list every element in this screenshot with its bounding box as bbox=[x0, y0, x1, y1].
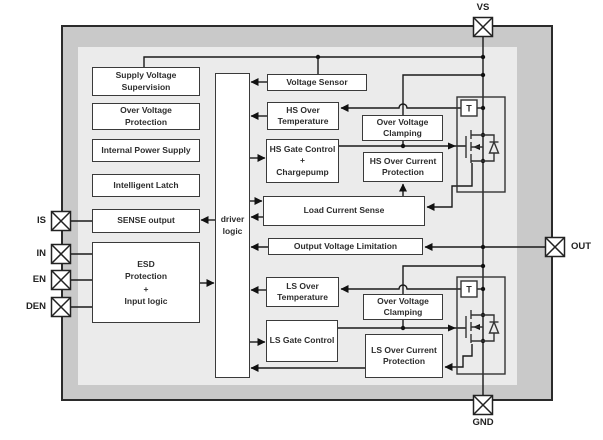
block-load-current-sense: Load Current Sense bbox=[263, 196, 425, 226]
block-hs-over-voltage-clamping: Over Voltage Clamping bbox=[362, 115, 443, 141]
pin-label-in: IN bbox=[36, 248, 47, 259]
pin-label-den: DEN bbox=[25, 301, 46, 312]
block-sense-output: SENSE output bbox=[92, 209, 200, 233]
block-supply-voltage-supervision: Supply Voltage Supervision bbox=[92, 67, 200, 96]
block-esd-input-logic: ESD Protection + Input logic bbox=[92, 242, 200, 323]
gate-arrowheads bbox=[448, 142, 480, 332]
block-ls-over-current-protection: LS Over Current Protection bbox=[365, 334, 443, 378]
vs-pin-pad bbox=[472, 16, 494, 38]
ls-power-stage bbox=[456, 276, 506, 375]
out-pin-pad bbox=[544, 236, 566, 258]
block-over-voltage-protection: Over Voltage Protection bbox=[92, 103, 200, 130]
block-hs-over-temperature: HS Over Temperature bbox=[267, 102, 339, 130]
block-hs-gate-control: HS Gate Control + Chargepump bbox=[266, 139, 339, 183]
pin-label-out: OUT bbox=[571, 241, 592, 252]
hs-body-diode-icon bbox=[483, 134, 500, 162]
ls-temp-sensor-box bbox=[460, 280, 478, 298]
pin-label-gnd: GND bbox=[472, 417, 494, 428]
ls-temp-sensor-label: T bbox=[466, 285, 472, 295]
block-driver-logic: driver logic bbox=[215, 73, 250, 378]
hs-power-stage bbox=[456, 96, 506, 193]
en-pin-pad bbox=[50, 269, 72, 291]
gnd-pin-pad bbox=[472, 394, 494, 416]
block-hs-over-current-protection: HS Over Current Protection bbox=[363, 152, 443, 182]
ls-body-diode-icon bbox=[483, 314, 500, 342]
den-pin-pad bbox=[50, 296, 72, 318]
pin-label-vs: VS bbox=[476, 2, 490, 13]
pin-pads bbox=[50, 16, 566, 416]
hs-mosfet-symbol bbox=[465, 130, 483, 163]
pin-label-en: EN bbox=[32, 274, 46, 285]
block-intelligent-latch: Intelligent Latch bbox=[92, 174, 200, 197]
block-internal-power-supply: Internal Power Supply bbox=[92, 139, 200, 162]
in-pin-pad bbox=[50, 243, 72, 265]
hs-temp-sensor-label: T bbox=[466, 104, 472, 114]
hs-temp-sensor-box bbox=[460, 99, 478, 117]
ls-mosfet-symbol bbox=[465, 310, 483, 343]
is-pin-pad bbox=[50, 210, 72, 232]
block-voltage-sensor: Voltage Sensor bbox=[267, 74, 367, 91]
pin-label-is: IS bbox=[37, 215, 46, 226]
block-output-voltage-limitation: Output Voltage Limitation bbox=[268, 238, 423, 255]
block-ls-gate-control: LS Gate Control bbox=[266, 320, 338, 362]
block-ls-over-temperature: LS Over Temperature bbox=[266, 277, 339, 307]
block-ls-over-voltage-clamping: Over Voltage Clamping bbox=[363, 294, 443, 320]
